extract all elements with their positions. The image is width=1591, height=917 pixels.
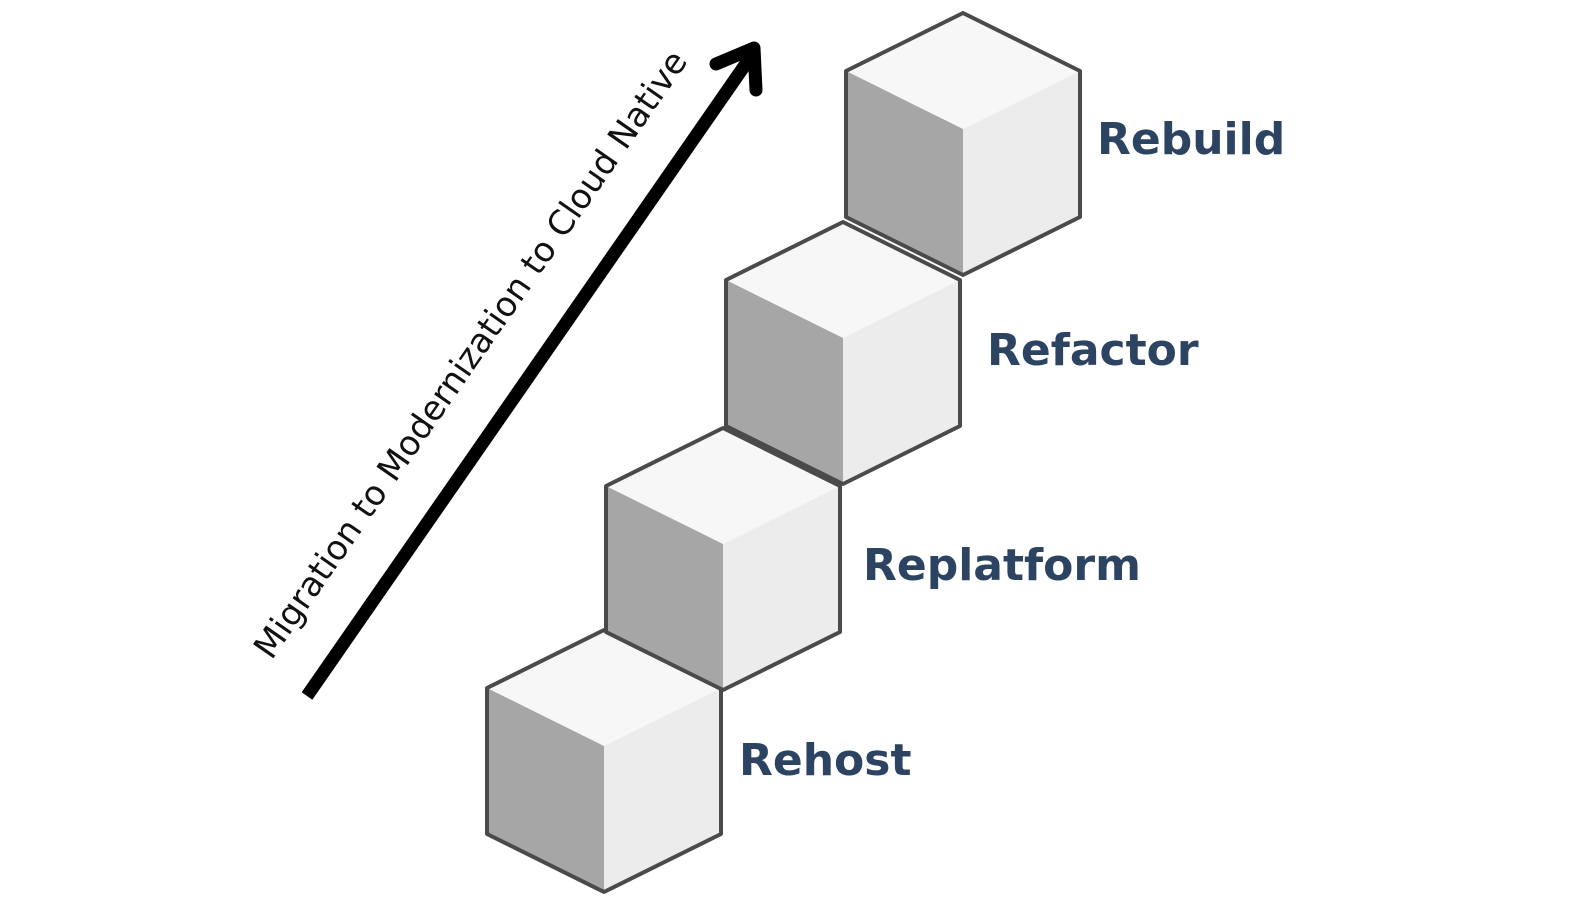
cube-rebuild [844, 11, 1082, 277]
step-label-refactor: Refactor [987, 325, 1199, 376]
cube-refactor [724, 220, 962, 486]
progress-arrow [301, 41, 763, 700]
step-label-rehost: Rehost [739, 735, 912, 786]
cube-replatform [604, 426, 842, 692]
arrow-head [709, 41, 763, 97]
step-label-replatform: Replatform [863, 540, 1141, 591]
step-label-rebuild: Rebuild [1097, 114, 1285, 165]
arrow-shaft [301, 48, 760, 700]
